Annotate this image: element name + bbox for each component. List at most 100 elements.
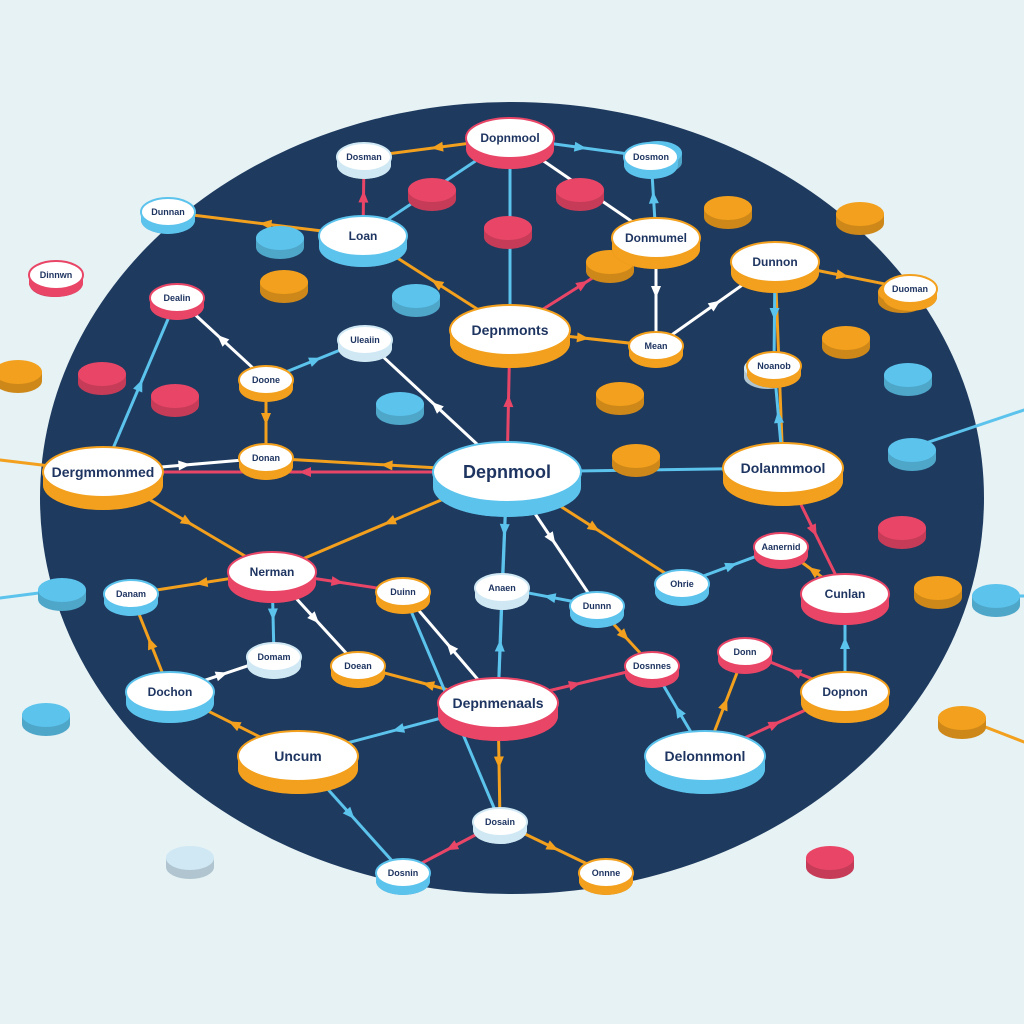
arrow-icon [307,611,320,624]
node-small-10[interactable]: Duinn [375,577,431,614]
small-node [38,578,86,611]
arrow-icon [446,840,460,851]
small-node [938,706,986,739]
small-node [408,178,456,211]
node-label: Dealin [163,293,190,303]
arrow-icon [769,307,780,320]
arrow-icon [446,642,459,656]
node-small-05[interactable]: Danam [103,579,159,616]
node-dunnon[interactable]: Dunnon [730,241,820,293]
node-small-15[interactable]: Mean [628,331,684,368]
node-cunlan[interactable]: Cunlan [800,573,890,625]
node-dochon[interactable]: Dochon [125,671,215,723]
node-label: Duoman [892,284,928,294]
node-center[interactable]: Depnmool [432,441,582,517]
small-node [78,362,126,395]
node-small-21[interactable]: Dunnan [140,197,196,234]
small-node [704,196,752,229]
node-small-08[interactable]: Doean [330,651,386,688]
node-small-01[interactable]: Doone [238,365,294,402]
node-bottom-left-big[interactable]: Uncum [237,730,359,794]
node-label: Onnne [592,868,621,878]
node-small-03[interactable]: Dealin [149,283,205,320]
node-lower-right[interactable]: Dopnon [800,671,890,723]
arrow-icon [573,141,587,152]
node-bottom-right-big[interactable]: Delonnmonl [644,730,766,794]
node-label: Dosnin [388,868,419,878]
small-node [0,360,42,393]
node-small-13[interactable]: Noanob [746,351,802,388]
arrow-icon [330,576,344,587]
node-small-04[interactable]: Ohrie [654,569,710,606]
arrow-icon [299,467,311,477]
node-right-big[interactable]: Dolanmmool [722,442,844,506]
small-node [484,216,532,249]
node-loan[interactable]: Loan [318,215,408,267]
node-bottom-center[interactable]: Depnmenaals [437,677,559,741]
node-label: Depnmool [463,462,551,482]
node-small-12[interactable]: Onnne [578,858,634,895]
arrow-icon [380,460,393,471]
decorative-nodes [0,141,1020,879]
arrow-icon [586,520,600,532]
small-node [806,846,854,879]
node-small-02[interactable]: Donan [238,443,294,480]
small-node [151,384,199,417]
node-label: Depnmonts [472,322,549,338]
node-label: Dolanmmool [741,460,826,476]
arrow-icon [675,705,686,719]
small-node [888,438,936,471]
arrow-icon [651,286,661,298]
node-small-19[interactable]: Anaen [474,573,530,610]
node-label: Dinnwn [40,270,73,280]
node-small-20[interactable]: Aanernid [753,532,809,569]
small-node [166,846,214,879]
small-node [836,202,884,235]
node-top[interactable]: Dopnmool [465,117,555,169]
node-left-big[interactable]: Dergmmonmed [42,446,164,510]
node-small-18[interactable]: Domam [246,642,302,679]
node-label: Dopnmool [480,131,539,145]
node-label: Dosnnes [633,661,671,671]
node-label: Dosmon [633,152,669,162]
arrow-icon [724,562,738,573]
node-nerman[interactable]: Nerman [227,551,317,603]
arrow-icon [431,401,444,414]
arrow-icon [493,756,504,769]
node-upper-right-mid[interactable]: Donmumel [611,217,701,269]
arrow-icon [383,515,397,525]
node-label: Ohrie [670,579,694,589]
node-label: Cunlan [825,587,866,601]
arrow-icon [179,514,193,526]
arrow-icon [806,523,817,537]
arrow-icon [422,681,436,691]
arrow-icon [648,191,659,204]
node-label: Aanernid [761,542,800,552]
node-top-center[interactable]: Depnmonts [449,304,571,368]
arrow-icon [392,723,406,733]
node-label: Donn [734,647,757,657]
node-small-07[interactable]: Donn [717,637,773,674]
arrow-icon [261,413,271,425]
small-node [256,226,304,259]
node-small-16[interactable]: Uleaiin [337,325,393,362]
node-label: Domam [257,652,290,662]
node-label: Dunnan [151,207,185,217]
node-label: Uleaiin [350,335,380,345]
node-label: Dochon [148,685,193,699]
node-small-23[interactable]: Dosman [336,142,392,179]
node-small-22[interactable]: Dosmon [623,142,679,179]
node-small-11[interactable]: Dosnin [375,858,431,895]
node-label: Duinn [390,587,416,597]
node-small-09[interactable]: Dosain [472,807,528,844]
node-small-14[interactable]: Dunnn [569,591,625,628]
node-small-17[interactable]: Duoman [882,274,938,311]
small-node [596,382,644,415]
node-label: Donmumel [625,231,687,245]
node-label: Doean [344,661,372,671]
small-node [914,576,962,609]
arrow-icon [431,279,445,291]
node-small-24[interactable]: Dinnwn [28,260,84,297]
node-small-06[interactable]: Dosnnes [624,651,680,688]
